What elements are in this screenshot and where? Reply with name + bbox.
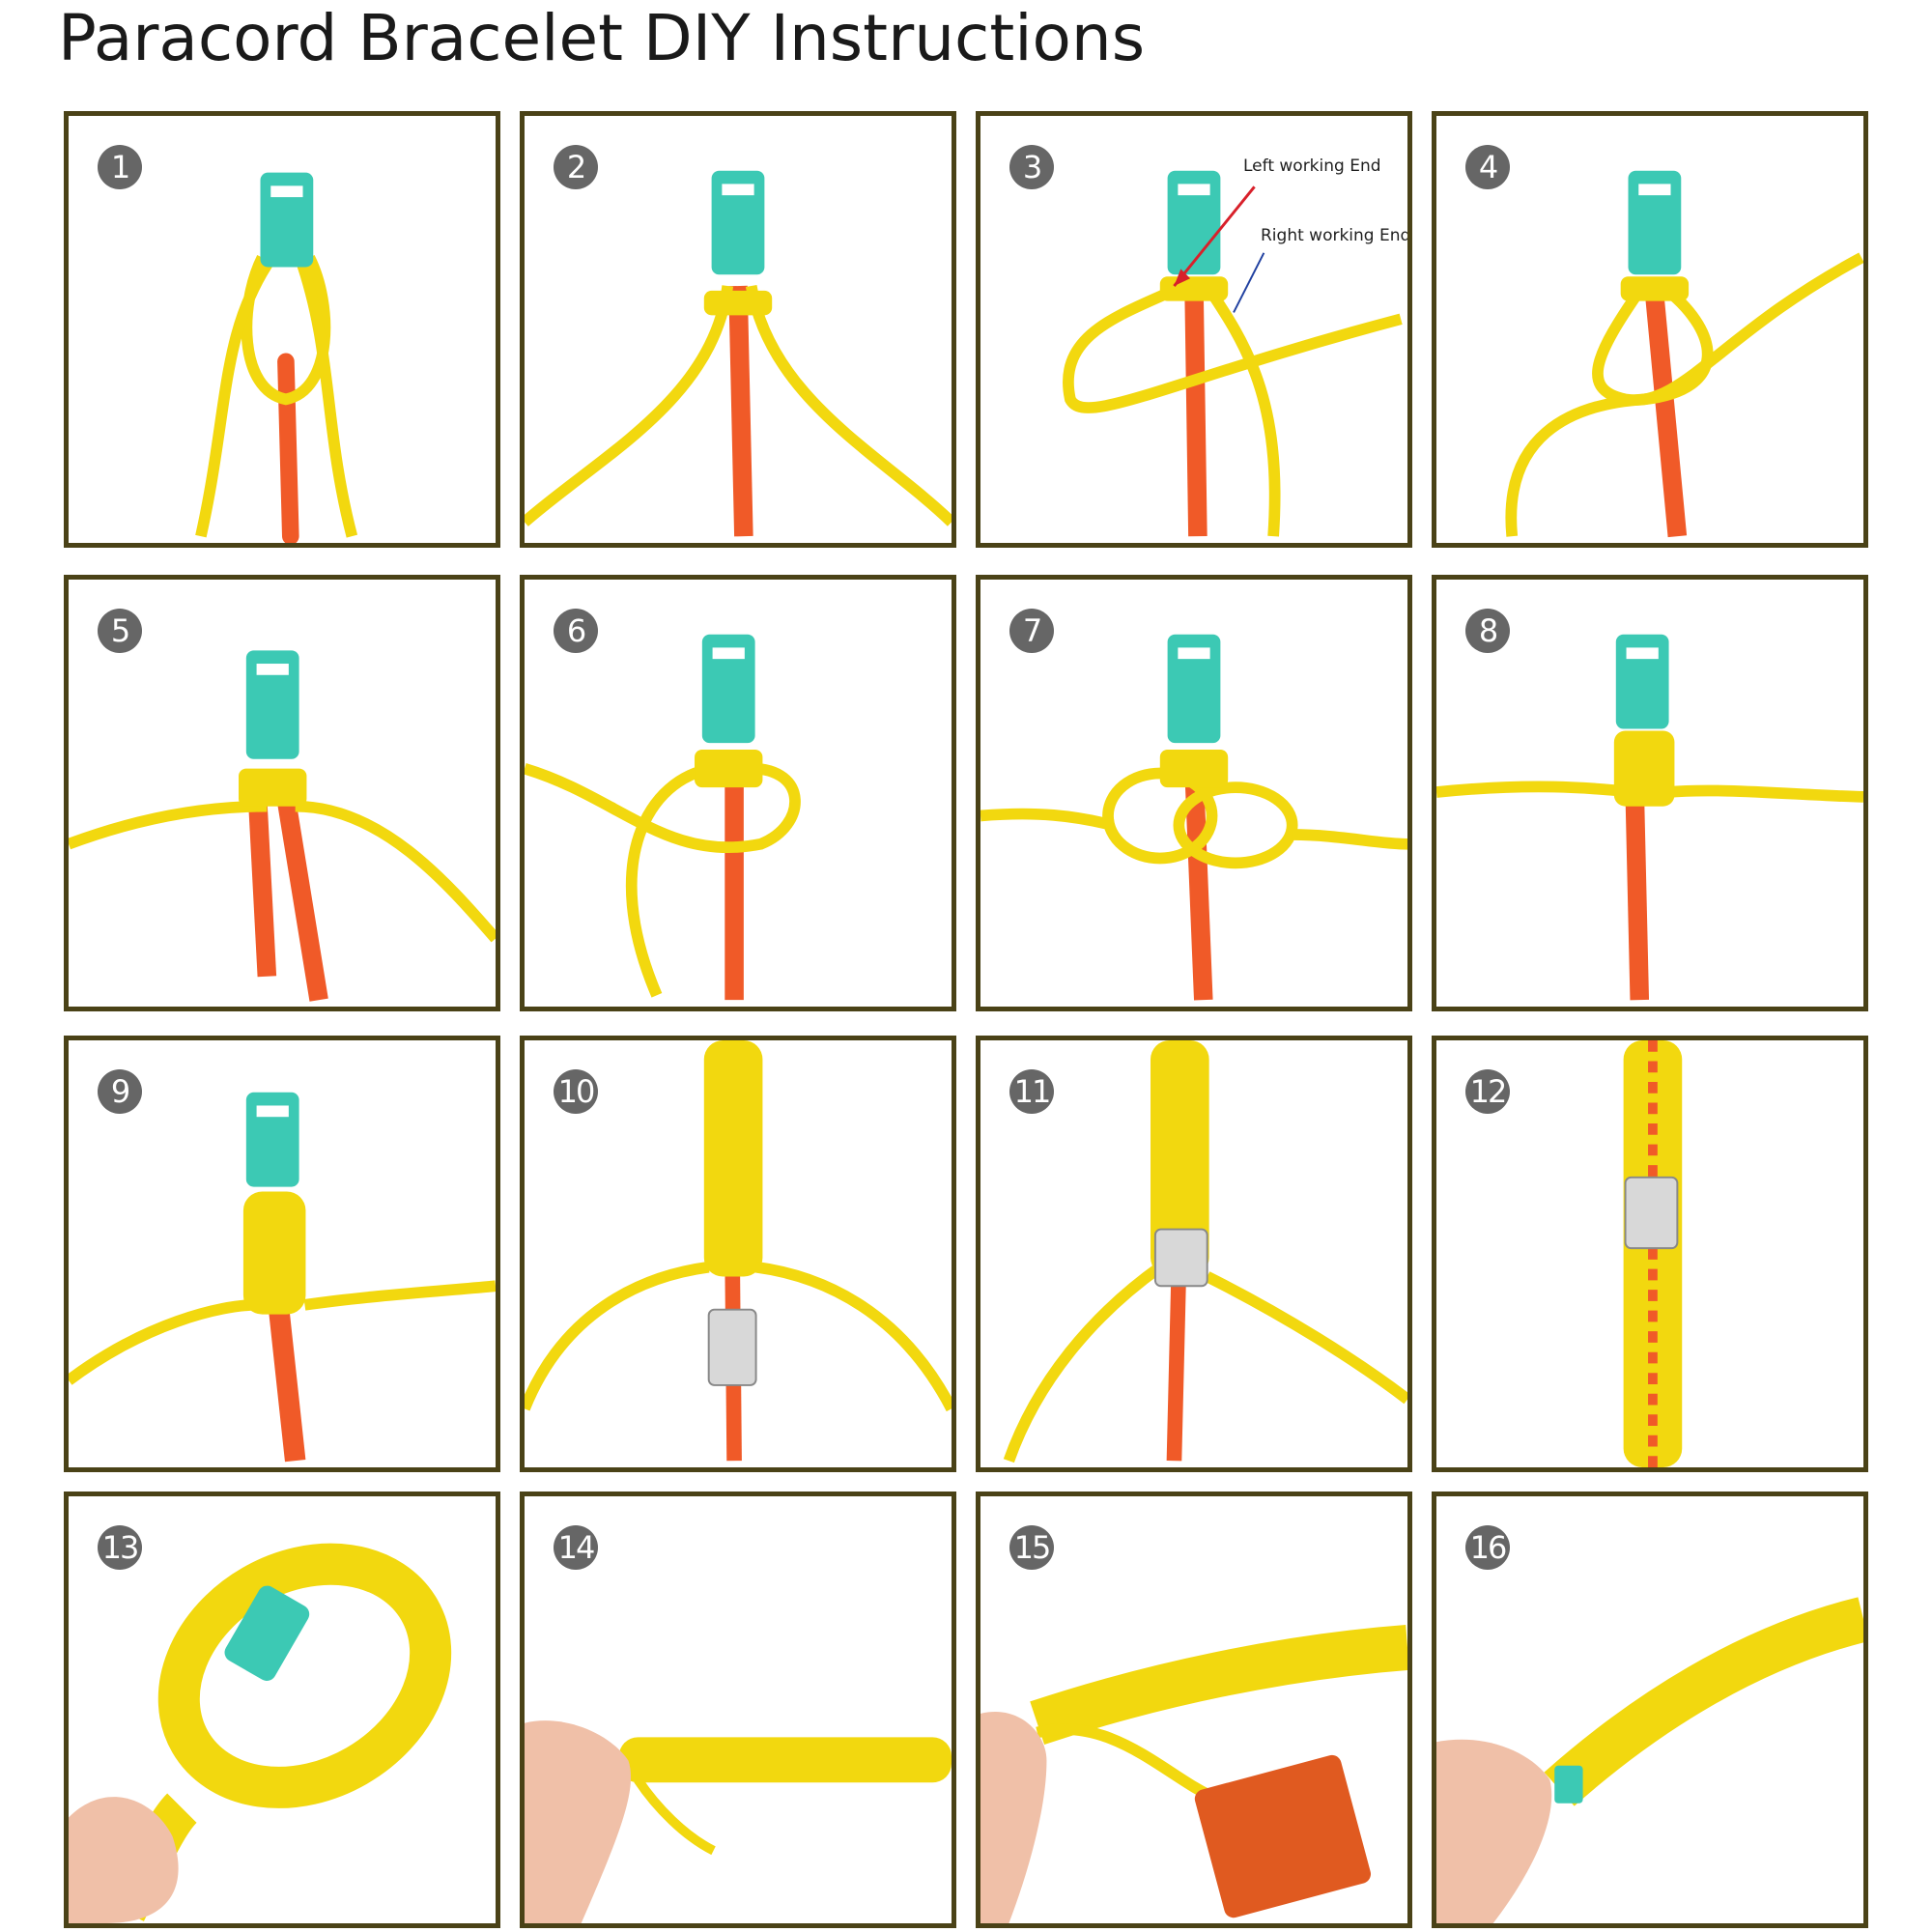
step-1-illustration bbox=[195, 172, 358, 543]
step-panel-8: 8 bbox=[1432, 575, 1868, 1011]
step-panel-16: 16 bbox=[1432, 1492, 1868, 1928]
step-number-badge: 12 bbox=[1465, 1069, 1510, 1114]
step-panel-7: 7 bbox=[976, 575, 1412, 1011]
step-number-badge: 3 bbox=[1009, 145, 1054, 189]
step-panel-6: 6 bbox=[520, 575, 956, 1011]
step-panel-13: 13 bbox=[64, 1492, 500, 1928]
step-panel-11: 11 bbox=[976, 1036, 1412, 1472]
step-number-badge: 7 bbox=[1009, 609, 1054, 653]
step-7-illustration bbox=[980, 634, 1407, 1001]
step-9-illustration bbox=[69, 1092, 496, 1463]
step-panel-10: 10 bbox=[520, 1036, 956, 1472]
step-panel-2: 2 bbox=[520, 111, 956, 548]
step-number-badge: 16 bbox=[1465, 1525, 1510, 1570]
step-10-illustration bbox=[525, 1040, 952, 1462]
step-panel-9: 9 bbox=[64, 1036, 500, 1472]
left-working-end-label: Left working End bbox=[1243, 156, 1381, 176]
step-panel-12: 12 bbox=[1432, 1036, 1868, 1472]
step-14-illustration bbox=[525, 1720, 952, 1923]
step-8-illustration bbox=[1436, 634, 1863, 1001]
step-5-illustration bbox=[69, 650, 496, 1002]
step-panel-15: 15 bbox=[976, 1492, 1412, 1928]
step-number-badge: 9 bbox=[98, 1069, 142, 1114]
step-number-badge: 10 bbox=[554, 1069, 598, 1114]
step-panel-3: 3 Left working End Right working End bbox=[976, 111, 1412, 548]
step-panel-1: 1 bbox=[64, 111, 500, 548]
step-number-badge: 15 bbox=[1009, 1525, 1054, 1570]
step-number-badge: 8 bbox=[1465, 609, 1510, 653]
step-3-illustration bbox=[1063, 170, 1403, 537]
step-number-badge: 6 bbox=[554, 609, 598, 653]
step-2-illustration bbox=[525, 170, 952, 537]
page-title: Paracord Bracelet DIY Instructions bbox=[58, 1, 1146, 75]
step-panel-14: 14 bbox=[520, 1492, 956, 1928]
step-number-badge: 4 bbox=[1465, 145, 1510, 189]
step-12-illustration bbox=[1623, 1040, 1683, 1467]
step-number-badge: 2 bbox=[554, 145, 598, 189]
step-number-badge: 14 bbox=[554, 1525, 598, 1570]
step-number-badge: 11 bbox=[1009, 1069, 1054, 1114]
step-15-illustration bbox=[980, 1625, 1407, 1923]
step-number-badge: 5 bbox=[98, 609, 142, 653]
step-number-badge: 13 bbox=[98, 1525, 142, 1570]
step-16-illustration bbox=[1436, 1597, 1863, 1923]
step-6-illustration bbox=[525, 634, 801, 1001]
step-13-illustration bbox=[69, 1543, 452, 1923]
step-number-badge: 1 bbox=[98, 145, 142, 189]
step-4-illustration bbox=[1505, 170, 1863, 538]
step-panel-5: 5 bbox=[64, 575, 500, 1011]
step-11-illustration bbox=[1003, 1040, 1407, 1463]
step-panel-4: 4 bbox=[1432, 111, 1868, 548]
right-working-end-label: Right working End bbox=[1261, 226, 1411, 245]
